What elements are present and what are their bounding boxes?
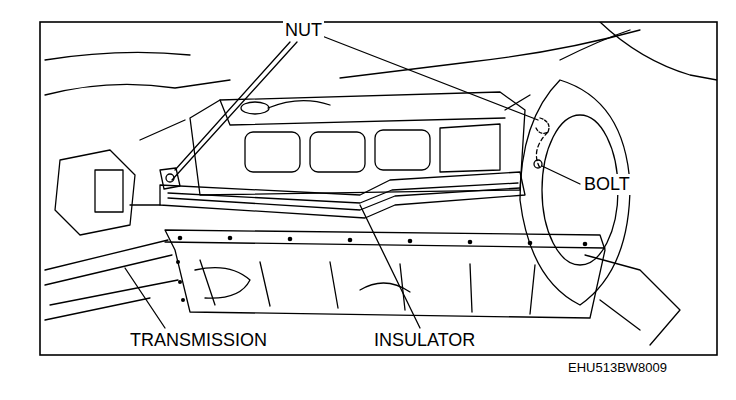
insulator-edge (168, 188, 520, 210)
cover-plate (440, 124, 500, 172)
bolt-holes (176, 236, 587, 302)
body-line (45, 52, 190, 60)
intake-port (375, 130, 430, 170)
body-line (600, 22, 717, 80)
part-label: BOLT (582, 174, 632, 195)
leader-line (360, 205, 420, 328)
transmission-case (55, 150, 135, 235)
nut-symbol (166, 174, 174, 182)
part-label: TRANSMISSION (128, 330, 269, 351)
leader-line (322, 36, 538, 120)
frame-border (40, 22, 717, 355)
crossmember (585, 255, 680, 345)
oil-pan-detail (195, 268, 250, 299)
part-label: NUT (283, 20, 324, 41)
body-line (45, 80, 230, 95)
leader-line (542, 166, 580, 184)
oil-pan-flange (165, 242, 605, 248)
leader-line (175, 42, 290, 170)
leader-line (172, 42, 297, 180)
flange-edge (505, 95, 530, 110)
figure-code: EHU513BW8009 (566, 361, 669, 376)
part-label: INSULATOR (372, 330, 477, 351)
engine-edge (220, 100, 505, 125)
oil-pan-rib (200, 260, 535, 314)
hose (268, 101, 330, 108)
intake-port (245, 132, 300, 172)
engine-block (190, 92, 525, 195)
nut-symbol (160, 168, 180, 189)
bolt-symbol (534, 160, 542, 168)
intake-port (310, 132, 365, 172)
transmission-edge (130, 120, 185, 205)
leader-line (125, 268, 165, 328)
body-line (560, 30, 630, 60)
insulator-shape (160, 172, 525, 218)
transmission-mount (95, 170, 123, 212)
hose (241, 102, 269, 114)
insulator-edge (168, 183, 518, 203)
transmission-body (45, 240, 178, 320)
oil-pan (165, 230, 605, 318)
body-line (340, 30, 640, 78)
